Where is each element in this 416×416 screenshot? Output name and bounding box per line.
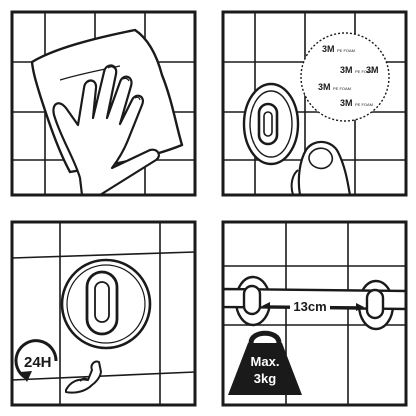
panel-frame [10,220,197,407]
panel-frame [221,220,408,407]
foam-pad: 3M PE FOAM 3M PE FOAM 3M 3M PE FOAM 3M P… [300,32,390,122]
wait-24h-label: 24H [24,354,52,371]
mounted-hook-icon [60,258,152,350]
kettlebell-weight-icon: Max. 3kg [228,330,302,395]
hand-wiping-cloth-icon [30,28,184,195]
foam-brand-label: 3M [318,82,331,92]
tile-grid [12,222,195,405]
foam-text-label: PE FOAM [355,69,373,74]
foam-brand-label: 3M [340,65,353,75]
panel-step-1 [10,10,197,197]
distance-dimension: 13cm [262,299,364,314]
flexed-arm-icon [65,360,102,394]
distance-label: 13cm [293,299,326,314]
foam-text-label: PE FOAM [333,86,351,91]
panel-frame [10,10,197,197]
panel-step-2: 3M PE FOAM 3M PE FOAM 3M 3M PE FOAM 3M P… [221,10,408,197]
weight-max-label: Max. [251,354,280,369]
weight-value-label: 3kg [254,371,276,386]
clockwise-arrow-icon: 24H [14,339,58,382]
panel-frame [221,10,408,197]
thumb-press-hook-icon [242,82,352,195]
foam-brand-label: 3M [366,65,379,75]
panel-step-4: 13cm Max. 3kg [221,220,408,407]
foam-brand-label: 3M [340,98,353,108]
foam-text-label: PE FOAM [337,48,355,53]
panel-step-3: 24H [10,220,197,407]
foam-text-label: PE FOAM [355,102,373,107]
foam-brand-label: 3M [322,44,335,54]
